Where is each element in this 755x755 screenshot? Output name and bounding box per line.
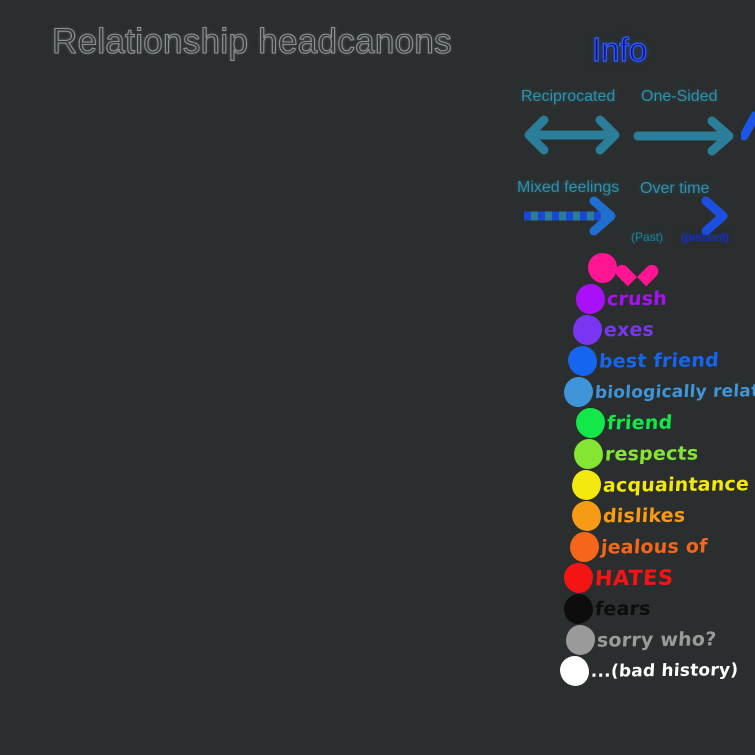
double-headed-arrow-icon: [524, 115, 620, 155]
heart-icon: [624, 256, 650, 280]
legend-row-bad-history: ...(bad history): [560, 655, 755, 686]
gradient-arrow-icon: [632, 196, 728, 236]
legend-dot-acquaintance: [572, 469, 601, 500]
legend-dot-exes: [573, 314, 602, 345]
legend-row-best-friend: best friend: [568, 345, 755, 376]
legend-label-sorry-who: sorry who?: [596, 627, 717, 652]
page-title: Relationship headcanons: [51, 21, 452, 61]
legend-label-hates: HATES: [594, 565, 675, 590]
legend-dot-crush: [576, 283, 605, 314]
legend-label-respects: respects: [604, 442, 699, 465]
legend-dot-best-friend: [568, 345, 597, 376]
legend-dot-sorry-who: [566, 624, 595, 655]
single-headed-arrow-icon: [633, 116, 734, 156]
legend-row-crush: crush: [576, 283, 755, 314]
legend-label-friend: friend: [606, 411, 674, 434]
label-reciprocated: Reciprocated: [521, 88, 616, 105]
legend-dot-jealous-of: [570, 531, 599, 562]
legend-label-best-friend: best friend: [598, 348, 720, 373]
legend-dot-bad-history: [560, 655, 589, 686]
legend-label-exes: exes: [603, 318, 655, 341]
legend-label-crush: crush: [606, 287, 668, 310]
legend-row-fears: fears: [564, 593, 755, 624]
label-over-time: Over time: [640, 180, 710, 197]
legend-label-acquaintance: acquaintance: [602, 472, 750, 497]
note-present: (present): [681, 230, 730, 244]
legend-label-jealous-of: jealous of: [600, 534, 709, 559]
legend-dot-hates: [564, 562, 593, 593]
legend-dot-loves: [588, 252, 617, 283]
legend-row-loves: [588, 252, 755, 283]
legend-row-hates: HATES: [564, 562, 755, 593]
legend-label-biologically-related: biologically related: [594, 380, 755, 403]
legend-dot-dislikes: [572, 500, 601, 531]
edge-arrow-icon: [741, 111, 755, 141]
legend-label-fears: fears: [594, 597, 652, 620]
legend-dot-biologically-related: [564, 376, 593, 407]
label-mixed-feelings: Mixed feelings: [517, 179, 620, 196]
legend-label-dislikes: dislikes: [602, 504, 687, 527]
note-past: (Past): [631, 230, 664, 244]
dashed-arrow-icon: [524, 196, 616, 236]
legend-dot-respects: [574, 438, 603, 469]
legend-row-dislikes: dislikes: [572, 500, 755, 531]
legend-dot-friend: [576, 407, 605, 438]
legend-label-bad-history: ...(bad history): [590, 659, 739, 682]
legend-row-sorry-who: sorry who?: [566, 624, 755, 655]
legend-row-acquaintance: acquaintance: [572, 469, 755, 500]
info-heading: Info: [591, 30, 648, 68]
legend-list: crush exes best friend biologically related…: [556, 252, 755, 686]
legend-row-respects: respects: [574, 438, 755, 469]
legend-dot-fears: [564, 593, 593, 624]
legend-row-exes: exes: [573, 314, 755, 345]
label-one-sided: One-Sided: [641, 88, 718, 105]
legend-row-friend: friend: [576, 407, 755, 438]
legend-row-jealous-of: jealous of: [570, 531, 755, 562]
legend-row-biologically-related: biologically related: [564, 376, 755, 407]
